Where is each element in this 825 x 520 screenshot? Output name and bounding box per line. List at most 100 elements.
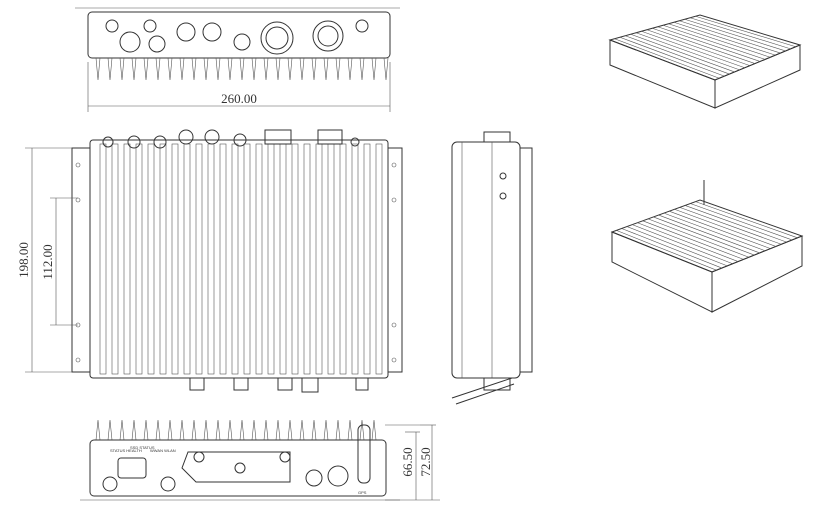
fin bbox=[219, 143, 227, 375]
fin bbox=[131, 419, 137, 441]
fin bbox=[652, 27, 756, 64]
connector bbox=[202, 22, 222, 42]
side-view bbox=[451, 131, 533, 405]
fin bbox=[239, 57, 245, 81]
isometric-fins bbox=[616, 201, 798, 271]
label-gps: GPS bbox=[358, 490, 367, 495]
fin bbox=[359, 57, 365, 81]
fin bbox=[275, 57, 281, 81]
rear-panel-view: STATUS HEALTH SSD STATUS WWAN WLAN GPS 6… bbox=[80, 419, 440, 501]
fin bbox=[279, 143, 287, 375]
fin bbox=[614, 38, 720, 79]
fin bbox=[251, 419, 257, 441]
fin bbox=[663, 212, 766, 252]
fin bbox=[323, 419, 329, 441]
fin bbox=[625, 35, 730, 75]
fin bbox=[359, 419, 365, 441]
fin bbox=[203, 419, 209, 441]
power-connector bbox=[312, 20, 344, 52]
fin bbox=[635, 32, 740, 71]
fin bbox=[311, 57, 317, 81]
fin bbox=[291, 143, 299, 375]
connector bbox=[305, 469, 323, 487]
fin bbox=[669, 210, 771, 249]
fin bbox=[335, 419, 341, 441]
fin bbox=[621, 228, 723, 269]
depth-dimension: 198.00 bbox=[16, 242, 31, 278]
fin bbox=[335, 57, 341, 81]
fin bbox=[351, 143, 359, 375]
fin bbox=[143, 419, 149, 441]
fin bbox=[287, 57, 293, 81]
fin bbox=[215, 419, 221, 441]
fin bbox=[131, 57, 137, 81]
fin bbox=[642, 220, 744, 260]
fin bbox=[371, 57, 377, 81]
fin bbox=[630, 33, 735, 73]
fin bbox=[171, 143, 179, 375]
fin bbox=[679, 20, 781, 54]
total-height-dimension: 72.50 bbox=[418, 447, 433, 476]
fin bbox=[207, 143, 215, 375]
fin bbox=[684, 205, 787, 243]
fin bbox=[375, 143, 383, 375]
fin bbox=[143, 57, 149, 81]
fin bbox=[690, 203, 793, 241]
heatsink-fins-top bbox=[95, 57, 389, 81]
fin bbox=[159, 143, 167, 375]
fin bbox=[339, 143, 347, 375]
fin bbox=[371, 419, 377, 441]
fin bbox=[119, 419, 125, 441]
fin bbox=[167, 57, 173, 81]
heatsink-fins-bottom bbox=[95, 419, 377, 441]
gps-antenna bbox=[357, 424, 371, 484]
fin bbox=[135, 143, 143, 375]
fin bbox=[684, 18, 786, 52]
fin bbox=[203, 57, 209, 81]
fin bbox=[641, 30, 745, 69]
fin bbox=[231, 143, 239, 375]
fin bbox=[95, 57, 101, 81]
fin bbox=[155, 419, 161, 441]
fin bbox=[647, 218, 750, 258]
fin bbox=[673, 21, 776, 56]
fin bbox=[695, 201, 798, 239]
fin bbox=[107, 419, 113, 441]
fin bbox=[111, 143, 119, 375]
plan-view: 198.00 112.00 bbox=[16, 129, 403, 393]
mount-spacing-dimension: 112.00 bbox=[40, 244, 55, 279]
fin bbox=[347, 419, 353, 441]
fin bbox=[311, 419, 317, 441]
fin bbox=[383, 57, 389, 81]
isometric-fins bbox=[614, 15, 796, 79]
led-block bbox=[117, 457, 147, 479]
fin bbox=[95, 419, 101, 441]
connector bbox=[176, 22, 196, 42]
power-connector bbox=[260, 21, 294, 55]
fin bbox=[327, 143, 335, 375]
fin bbox=[299, 57, 305, 81]
fin bbox=[243, 143, 251, 375]
fin bbox=[287, 419, 293, 441]
fin bbox=[632, 224, 733, 264]
isometric-view-rear bbox=[610, 180, 804, 313]
fin bbox=[99, 143, 107, 375]
fin bbox=[657, 26, 761, 62]
fin bbox=[123, 143, 131, 375]
fin bbox=[690, 17, 791, 50]
fin bbox=[183, 143, 191, 375]
fin bbox=[267, 143, 275, 375]
fin bbox=[215, 57, 221, 81]
fin bbox=[227, 57, 233, 81]
fin bbox=[616, 230, 717, 271]
front-panel-view: 260.00 bbox=[75, 7, 400, 112]
label-ssd-status: SSD STATUS bbox=[130, 445, 155, 450]
fin bbox=[674, 208, 777, 247]
fin bbox=[179, 419, 185, 441]
fin bbox=[191, 57, 197, 81]
fin bbox=[303, 143, 311, 375]
connector bbox=[233, 33, 251, 51]
fin bbox=[658, 214, 760, 254]
fin bbox=[663, 24, 766, 60]
